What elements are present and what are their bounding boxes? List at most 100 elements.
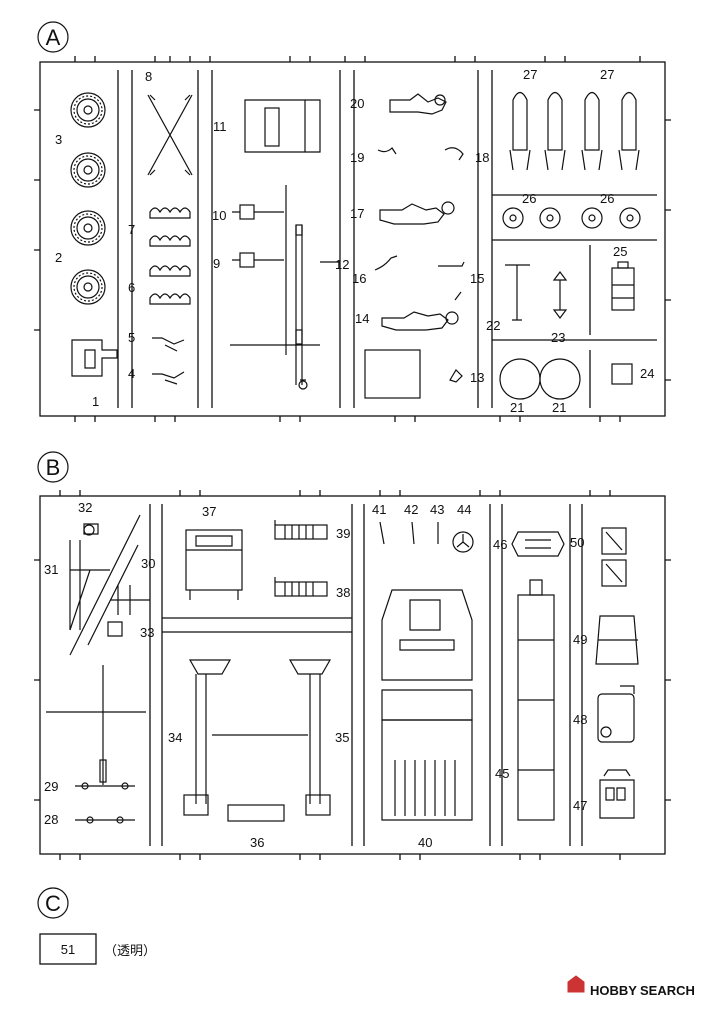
part-30-31-shape [69,514,150,656]
part-label-17: 17 [350,206,364,221]
part-label-2: 2 [55,250,62,265]
part-label-6: 6 [128,280,135,295]
part-label-38: 38 [336,585,350,600]
part-label-9: 9 [213,256,220,271]
part-label-21a: 21 [510,400,524,415]
part-label-27a: 27 [523,67,537,82]
part-label-26b: 26 [600,191,614,206]
sheet-c-letter: C [45,891,61,916]
part-label-29: 29 [44,779,58,794]
part-label-50: 50 [570,535,584,550]
part-label-34: 34 [168,730,182,745]
hobby-search-watermark: HOBBY SEARCH [567,975,695,998]
hobby-search-logo-icon [567,975,585,993]
part-12-shape [230,185,320,390]
part-label-19: 19 [350,150,364,165]
part-label-30: 30 [141,556,155,571]
part-4-shape [152,371,185,385]
part-label-49: 49 [573,632,587,647]
part-48-shape [597,685,635,743]
part-9-shape [239,252,255,268]
part-label-12: 12 [335,257,349,272]
sheet-a: A [34,21,671,422]
sheet-a-frame [39,61,666,417]
part-21-shapes [499,358,581,400]
sheet-b-letter: B [46,455,61,480]
figure-parts [379,93,462,331]
part-25-shape [611,261,635,311]
sheet-b-frame [39,495,666,855]
part-label-20: 20 [350,96,364,111]
part-37-shape [185,529,243,600]
sheet-a-blank-plate [364,349,421,399]
sheet-a-labels: 1 2 3 4 5 6 7 8 9 10 11 12 13 14 15 16 1… [55,67,654,415]
part-50-shape [601,527,627,587]
part-49-shape [595,615,639,665]
part-label-40: 40 [418,835,432,850]
part-label-16: 16 [352,271,366,286]
part-41-44-shapes [379,521,474,553]
sheet-b: B [34,451,671,860]
part-label-32: 32 [78,500,92,515]
watermark-suffix: SEARCH [640,983,695,998]
part-40-shape [381,589,473,821]
part-label-22: 22 [486,318,500,333]
track-parts [149,207,191,305]
part-46-shape [511,531,565,557]
part-1-shape [71,339,118,377]
part-label-46: 46 [493,537,507,552]
small-figure-parts [374,147,465,383]
part-label-10: 10 [212,208,226,223]
wheel-parts [70,92,106,305]
part-33-shape [107,621,123,637]
part-28-29-shape [75,665,135,824]
sheet-b-labels: 28 29 30 31 32 33 34 35 36 37 38 39 40 4… [44,500,587,850]
part-label-21b: 21 [552,400,566,415]
part-47-shape [599,769,635,819]
part-label-43: 43 [430,502,444,517]
sheet-a-letter: A [46,25,61,50]
part-8-shape [147,94,193,176]
part-label-8: 8 [145,69,152,84]
part-label-47: 47 [573,798,587,813]
part-label-39: 39 [336,526,350,541]
part-22-shape [505,264,530,321]
part-24-shape [611,363,633,385]
part-27-shapes [509,91,640,171]
part-label-42: 42 [404,502,418,517]
part-23-shape [552,271,568,319]
part-51-box [39,933,97,965]
sheet-c: C 51 （透明） [37,887,156,965]
part-45-shape [517,579,555,821]
part-5-shape [152,337,185,352]
part-10-shape [239,204,255,220]
part-label-1: 1 [92,394,99,409]
part-label-51: 51 [61,942,75,957]
part-label-33: 33 [140,625,154,640]
part-label-15: 15 [470,271,484,286]
part-38-39-shapes [274,520,328,597]
part-label-23: 23 [551,330,565,345]
part-label-41: 41 [372,502,386,517]
part-label-7: 7 [128,222,135,237]
part-label-13: 13 [470,370,484,385]
part-34-35-36-shapes [183,659,332,822]
part-label-44: 44 [457,502,471,517]
part-label-35: 35 [335,730,349,745]
part-51-note: （透明） [104,943,156,958]
part-26-shapes [502,207,641,229]
part-label-27b: 27 [600,67,614,82]
part-label-4: 4 [128,366,135,381]
part-label-31: 31 [44,562,58,577]
part-label-3: 3 [55,132,62,147]
part-label-26a: 26 [522,191,536,206]
part-label-28: 28 [44,812,58,827]
part-label-5: 5 [128,330,135,345]
part-label-14: 14 [355,311,369,326]
part-label-25: 25 [613,244,627,259]
part-label-36: 36 [250,835,264,850]
part-label-24: 24 [640,366,654,381]
part-label-11: 11 [213,119,227,134]
part-11-shape [244,99,321,153]
part-label-45: 45 [495,766,509,781]
